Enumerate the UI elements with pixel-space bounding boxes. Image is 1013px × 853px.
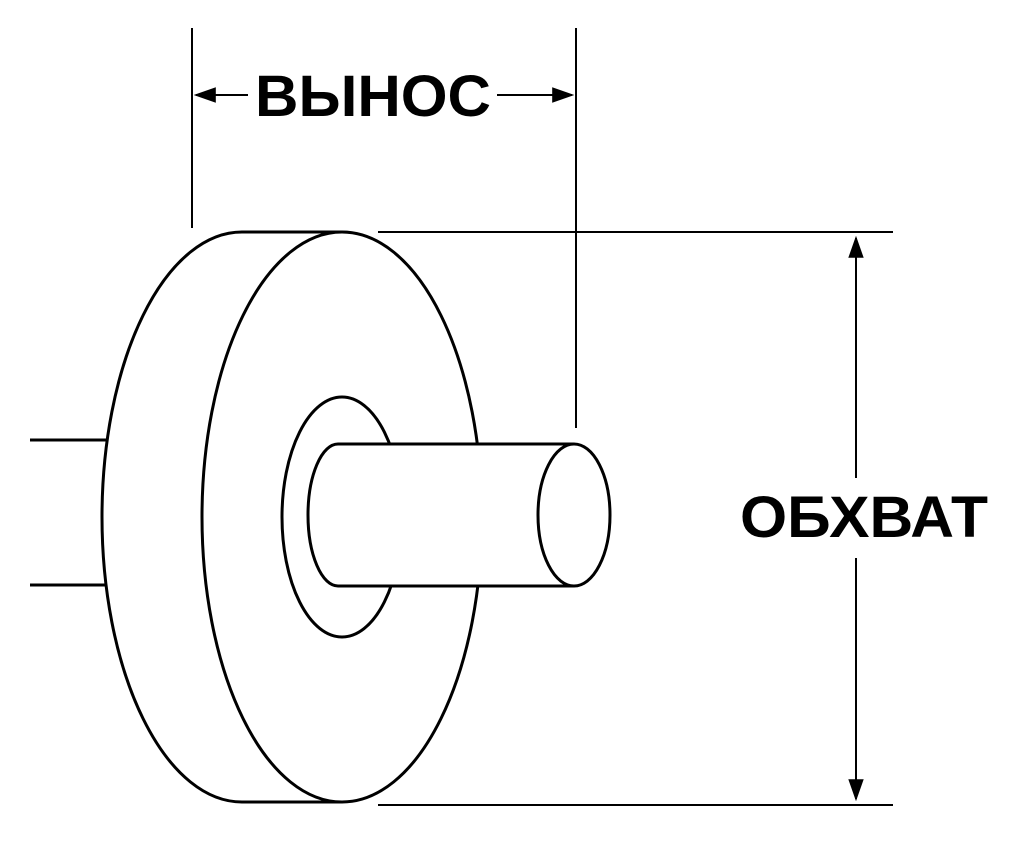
girth-dimension xyxy=(378,231,893,806)
rear-shaft xyxy=(30,438,108,587)
shaft-end-face xyxy=(536,442,612,588)
front-shaft xyxy=(306,442,612,588)
girth-label: ОБХВАТ xyxy=(740,485,988,550)
overhang-label: ВЫНОС xyxy=(255,64,491,129)
overhang-dimension xyxy=(191,28,577,428)
